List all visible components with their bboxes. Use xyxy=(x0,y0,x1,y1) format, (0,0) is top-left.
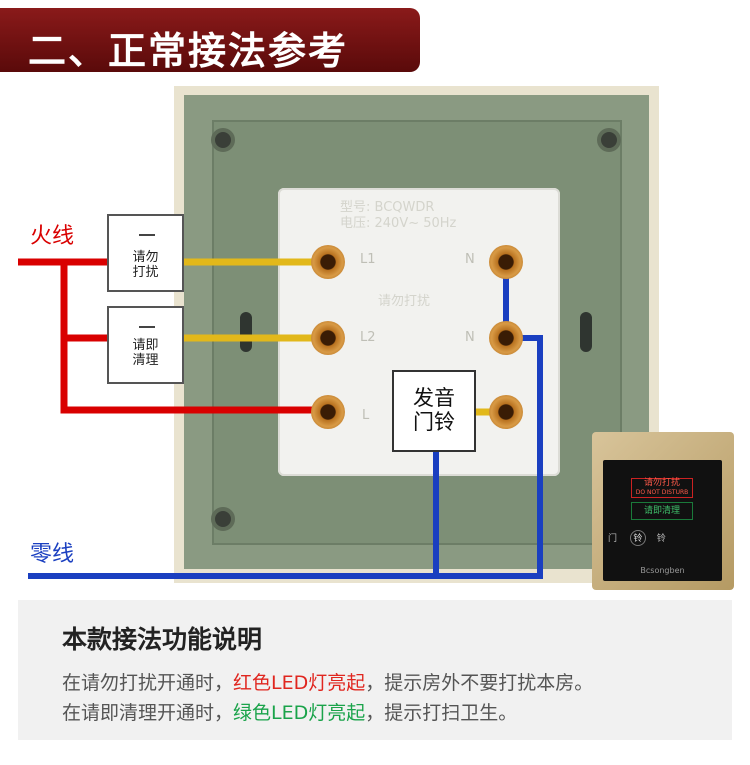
screw-hole xyxy=(597,128,621,152)
device-bell-row: 门 铃 铃 xyxy=(608,530,716,546)
device-red-sublabel: DO NOT DISTURB xyxy=(635,489,689,496)
terminal-label-n1: N xyxy=(465,252,475,267)
terminal-n1 xyxy=(489,245,523,279)
device-red-label: 请勿打扰 xyxy=(643,478,680,488)
switch-label-line1: 请即 xyxy=(132,338,159,353)
device-bell-left: 门 xyxy=(608,534,618,544)
neutral-wire-label: 零线 xyxy=(30,542,75,567)
info-line-2: 在请即清理开通时，绿色LED灯亮起，提示打扫卫生。 xyxy=(62,698,517,725)
info-line-2-pre: 在请即清理开通时， xyxy=(62,702,234,724)
info-line-1-pre: 在请勿打扰开通时， xyxy=(62,672,234,694)
info-panel xyxy=(18,600,732,740)
terminal-label-n2: N xyxy=(465,330,475,345)
mount-slot xyxy=(240,312,252,352)
live-wire-branch xyxy=(60,262,330,414)
terminal-l1 xyxy=(311,245,345,279)
terminal-l2 xyxy=(311,321,345,355)
switch-please-clean: 请即 清理 xyxy=(107,306,184,384)
info-line-1: 在请勿打扰开通时，红色LED灯亮起，提示房外不要打扰本房。 xyxy=(62,668,593,695)
live-wire-label: 火线 xyxy=(30,224,75,249)
voltage-emboss: 电压: 240V~ 50Hz xyxy=(340,216,457,231)
screw-hole xyxy=(211,507,235,531)
switch-label-line1: 请勿 xyxy=(132,250,159,265)
device-green-indicator: 请即清理 xyxy=(631,502,693,520)
doorbell-box: 发音 门铃 xyxy=(392,370,476,452)
neutral-wire xyxy=(28,255,543,579)
screw-hole xyxy=(211,128,235,152)
info-line-1-highlight: 红色LED灯亮起 xyxy=(233,672,366,694)
info-title: 本款接法功能说明 xyxy=(62,625,263,654)
product-screen xyxy=(603,460,722,581)
switch-do-not-disturb: 请勿 打扰 xyxy=(107,214,184,292)
terminal-n2 xyxy=(489,321,523,355)
module-emboss-label: 请勿打扰 xyxy=(378,294,431,309)
mount-slot xyxy=(580,312,592,352)
title-banner: 二、正常接法参考 xyxy=(0,8,420,73)
doorbell-label-line2: 门铃 xyxy=(413,410,455,434)
device-bell-button: 铃 xyxy=(629,530,646,546)
switch-label-line2: 打扰 xyxy=(132,265,159,280)
terminal-bell xyxy=(489,395,523,429)
device-brand: Bcsongben xyxy=(640,566,685,575)
switch-indicator xyxy=(139,234,155,236)
terminal-label-l2: L2 xyxy=(360,330,376,345)
info-line-1-post: ，提示房外不要打扰本房。 xyxy=(365,672,594,694)
terminal-l xyxy=(311,395,345,429)
device-bell-right: 铃 xyxy=(656,534,666,544)
switch-label-line2: 清理 xyxy=(132,353,159,368)
terminal-label-l: L xyxy=(362,408,370,423)
terminal-label-l1: L1 xyxy=(360,252,376,267)
switch-indicator xyxy=(139,326,155,328)
device-red-indicator: 请勿打扰 DO NOT DISTURB xyxy=(631,478,693,498)
info-line-2-highlight: 绿色LED灯亮起 xyxy=(233,702,366,724)
page-title: 二、正常接法参考 xyxy=(28,29,349,73)
model-emboss: 型号: BCQWDR xyxy=(340,200,435,215)
doorbell-label-line1: 发音 xyxy=(413,386,455,410)
info-line-2-post: ，提示打扫卫生。 xyxy=(365,702,518,724)
